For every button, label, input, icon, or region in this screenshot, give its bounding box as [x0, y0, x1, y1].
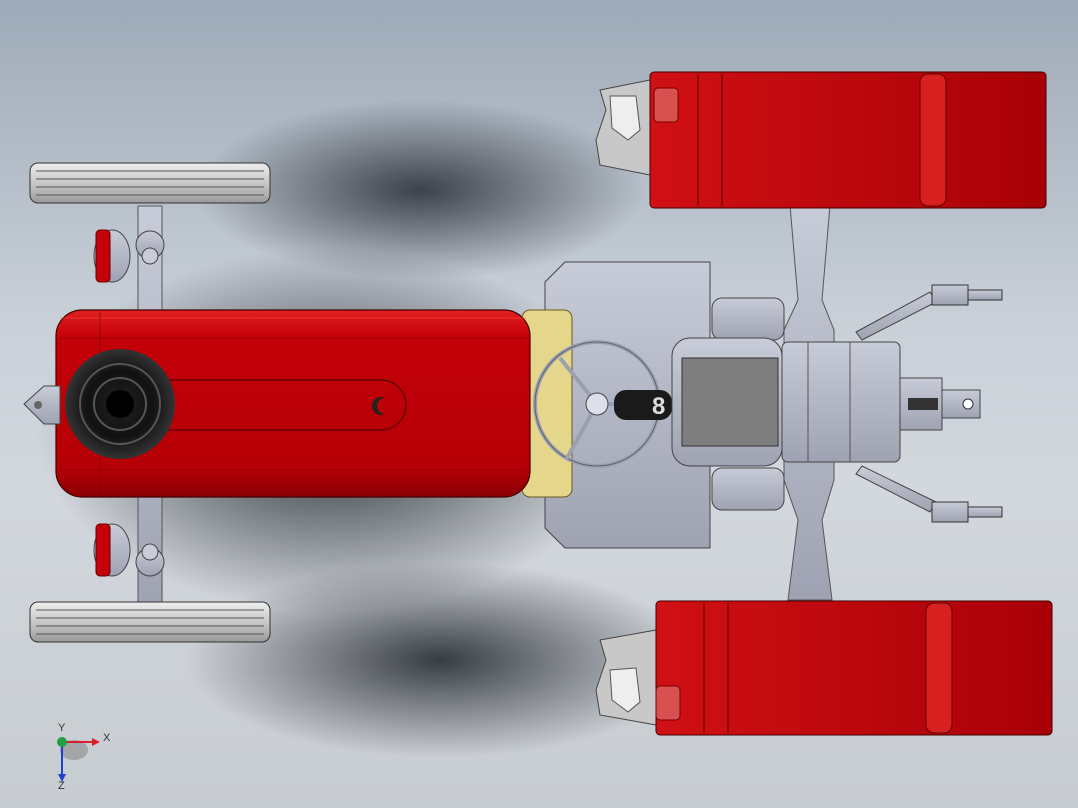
- front-left-tire: [29, 162, 271, 204]
- engine-hood[interactable]: [23, 309, 573, 498]
- z-axis-label: Z: [58, 780, 65, 792]
- driver-seat[interactable]: [671, 337, 981, 467]
- headlight-right: [93, 523, 165, 577]
- y-axis-label: Y: [58, 722, 66, 734]
- orientation-triad: X Y Z: [48, 722, 118, 792]
- rear-left-wheel[interactable]: [595, 71, 1047, 209]
- svg-text:8: 8: [652, 393, 665, 420]
- hitch-arm-lower: [855, 465, 1003, 523]
- rear-right-wheel[interactable]: [595, 600, 1053, 736]
- x-axis-label: X: [103, 732, 111, 744]
- headlight-left: [93, 229, 165, 283]
- hitch-arm-upper: [855, 284, 1003, 341]
- front-right-tire: [29, 601, 271, 643]
- right-fender: [711, 467, 785, 511]
- gauge-badge: 8: [614, 390, 672, 420]
- left-fender: [711, 297, 785, 341]
- steering-wheel[interactable]: [533, 340, 661, 468]
